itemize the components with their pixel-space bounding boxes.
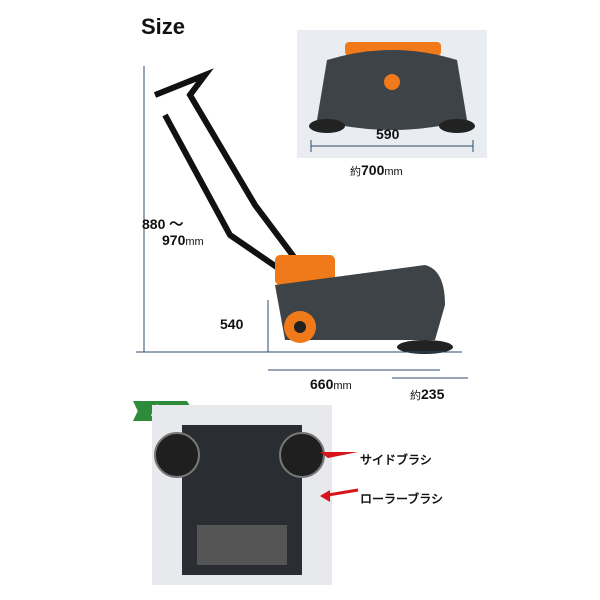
- side-view-photo: [135, 55, 465, 365]
- top-view-photo: [297, 30, 487, 158]
- side-brush-label: サイドブラシ: [360, 453, 432, 467]
- bottom-view-photo: [152, 405, 332, 585]
- length-value: 660mm: [310, 376, 352, 392]
- body-height-value: 540: [220, 316, 244, 332]
- brush-extension-value: 約235: [410, 386, 445, 402]
- handle-height-bottom: 970mm: [162, 232, 204, 248]
- top-width-value: 590: [376, 126, 400, 142]
- page-title: Size: [141, 14, 186, 39]
- top-approx-width: 約700mm: [350, 162, 403, 178]
- handle-height-top: 880 ～: [142, 216, 184, 232]
- roller-brush-label: ローラーブラシ: [360, 492, 444, 506]
